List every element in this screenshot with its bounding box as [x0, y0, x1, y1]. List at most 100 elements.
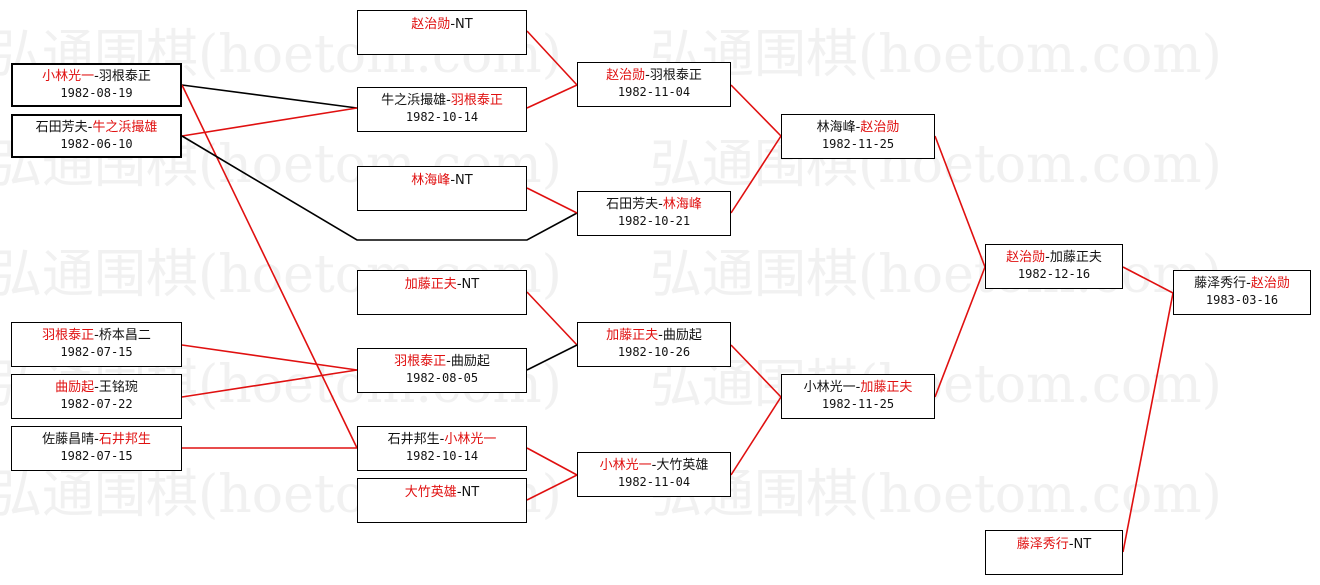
match-players: 加藤正夫-曲励起 [606, 328, 702, 343]
player-name: 加藤正夫 [404, 277, 457, 292]
match-players: 赵治勋-加藤正夫 [1006, 250, 1102, 265]
player-name: 小林光一 [42, 69, 95, 84]
connector-line [1122, 292, 1174, 553]
match-date: 1982-12-16 [1017, 267, 1091, 281]
player-name: 赵治勋 [1006, 250, 1046, 265]
match-date: 1982-10-14 [405, 449, 479, 463]
match-box: 藤泽秀行-NT [985, 530, 1123, 575]
player-name: 曲励起 [55, 380, 95, 395]
match-players: 羽根泰正-曲励起 [394, 354, 490, 369]
match-players: 石田芳夫-林海峰 [606, 197, 702, 212]
match-box: 林海峰-NT [357, 166, 527, 211]
player-name: 羽根泰正 [98, 69, 151, 84]
match-players: 佐藤昌晴-石井邦生 [42, 432, 151, 447]
connector-line [526, 447, 578, 476]
match-players: 藤泽秀行-NT [1016, 537, 1092, 552]
match-players: 羽根泰正-桥本昌二 [42, 328, 151, 343]
player-name: 小林光一 [599, 458, 652, 473]
match-box: 赵治勋-加藤正夫 1982-12-16 [985, 244, 1123, 289]
connector-line [730, 396, 782, 476]
match-date: 1982-11-25 [821, 397, 895, 411]
match-players: 石井邦生-小林光一 [387, 432, 497, 447]
player-name: 大竹英雄 [656, 458, 709, 473]
match-players: 赵治勋-NT [411, 17, 473, 32]
connector-line [526, 344, 578, 371]
player-name: 赵治勋 [1250, 276, 1290, 291]
match-box: 小林光一-大竹英雄 1982-11-04 [577, 452, 731, 497]
match-players: 小林光一-羽根泰正 [42, 69, 151, 84]
match-players: 林海峰-赵治勋 [816, 120, 900, 135]
connector-line [181, 84, 358, 449]
match-date: 1982-08-05 [405, 371, 479, 385]
match-players: 大竹英雄-NT [404, 485, 480, 500]
player-name: 小林光一 [444, 432, 497, 447]
player-name: 牛之浜撮雄 [92, 120, 158, 135]
match-players: 石田芳夫-牛之浜撮雄 [35, 120, 158, 135]
player-name: NT [461, 277, 480, 292]
player-name: 桥本昌二 [98, 328, 151, 343]
connector-line [526, 30, 578, 86]
match-box: 小林光一-羽根泰正 1982-08-19 [11, 63, 182, 107]
player-name: 曲励起 [662, 328, 702, 343]
player-name: 加藤正夫 [1049, 250, 1102, 265]
player-name: 藤泽秀行 [1016, 537, 1069, 552]
player-name: 林海峰 [411, 173, 451, 188]
player-name: 赵治勋 [860, 120, 900, 135]
player-name: 加藤正夫 [860, 380, 913, 395]
player-name: 羽根泰正 [649, 68, 702, 83]
match-date: 1982-07-22 [60, 397, 133, 411]
match-box: 羽根泰正-桥本昌二 1982-07-15 [11, 322, 182, 367]
match-date: 1982-08-19 [60, 86, 133, 100]
player-name: 王铭琬 [98, 380, 138, 395]
match-date: 1982-10-26 [617, 345, 691, 359]
player-name: NT [455, 17, 473, 32]
player-name: 小林光一 [803, 380, 856, 395]
match-box: 藤泽秀行-赵治勋 1983-03-16 [1173, 270, 1311, 315]
connector-line [934, 135, 986, 268]
connector-line [934, 266, 986, 398]
connector-line [181, 107, 358, 137]
match-box: 赵治勋-羽根泰正 1982-11-04 [577, 62, 731, 107]
player-name: 石井邦生 [387, 432, 440, 447]
connector-line [181, 135, 578, 241]
player-name: 羽根泰正 [450, 93, 503, 108]
connector-line [181, 84, 358, 109]
match-box: 加藤正夫-NT [357, 270, 527, 315]
connector-line [526, 474, 578, 501]
match-players: 赵治勋-羽根泰正 [606, 68, 702, 83]
match-date: 1982-06-10 [60, 137, 133, 151]
player-name: 石田芳夫 [35, 120, 88, 135]
player-name: 大竹英雄 [404, 485, 457, 500]
match-date: 1982-11-25 [821, 137, 895, 151]
match-box: 加藤正夫-曲励起 1982-10-26 [577, 322, 731, 367]
player-name: 林海峰 [816, 120, 856, 135]
match-players: 牛之浜撮雄-羽根泰正 [381, 93, 503, 108]
player-name: NT [455, 173, 473, 188]
match-players: 小林光一-大竹英雄 [599, 458, 709, 473]
player-name: 赵治勋 [606, 68, 646, 83]
connector-line [181, 344, 358, 371]
connector-line [526, 291, 578, 346]
player-name: 曲励起 [450, 354, 490, 369]
match-box: 佐藤昌晴-石井邦生 1982-07-15 [11, 426, 182, 471]
match-players: 小林光一-加藤正夫 [803, 380, 913, 395]
match-date: 1982-07-15 [60, 449, 133, 463]
player-name: 赵治勋 [411, 17, 451, 32]
player-name: 石田芳夫 [606, 197, 659, 212]
match-box: 羽根泰正-曲励起 1982-08-05 [357, 348, 527, 393]
match-players: 曲励起-王铭琬 [55, 380, 138, 395]
match-box: 曲励起-王铭琬 1982-07-22 [11, 374, 182, 419]
player-name: 佐藤昌晴 [42, 432, 95, 447]
match-players: 加藤正夫-NT [404, 277, 480, 292]
match-box: 石田芳夫-牛之浜撮雄 1982-06-10 [11, 114, 182, 158]
match-box: 牛之浜撮雄-羽根泰正 1982-10-14 [357, 87, 527, 132]
match-date: 1982-07-15 [60, 345, 133, 359]
connector-line [526, 84, 578, 109]
connector-line [730, 135, 782, 214]
match-box: 赵治勋-NT [357, 10, 527, 55]
match-date: 1982-10-14 [405, 110, 479, 124]
player-name: 牛之浜撮雄 [381, 93, 447, 108]
connector-line [1122, 266, 1174, 294]
match-box: 大竹英雄-NT [357, 478, 527, 523]
